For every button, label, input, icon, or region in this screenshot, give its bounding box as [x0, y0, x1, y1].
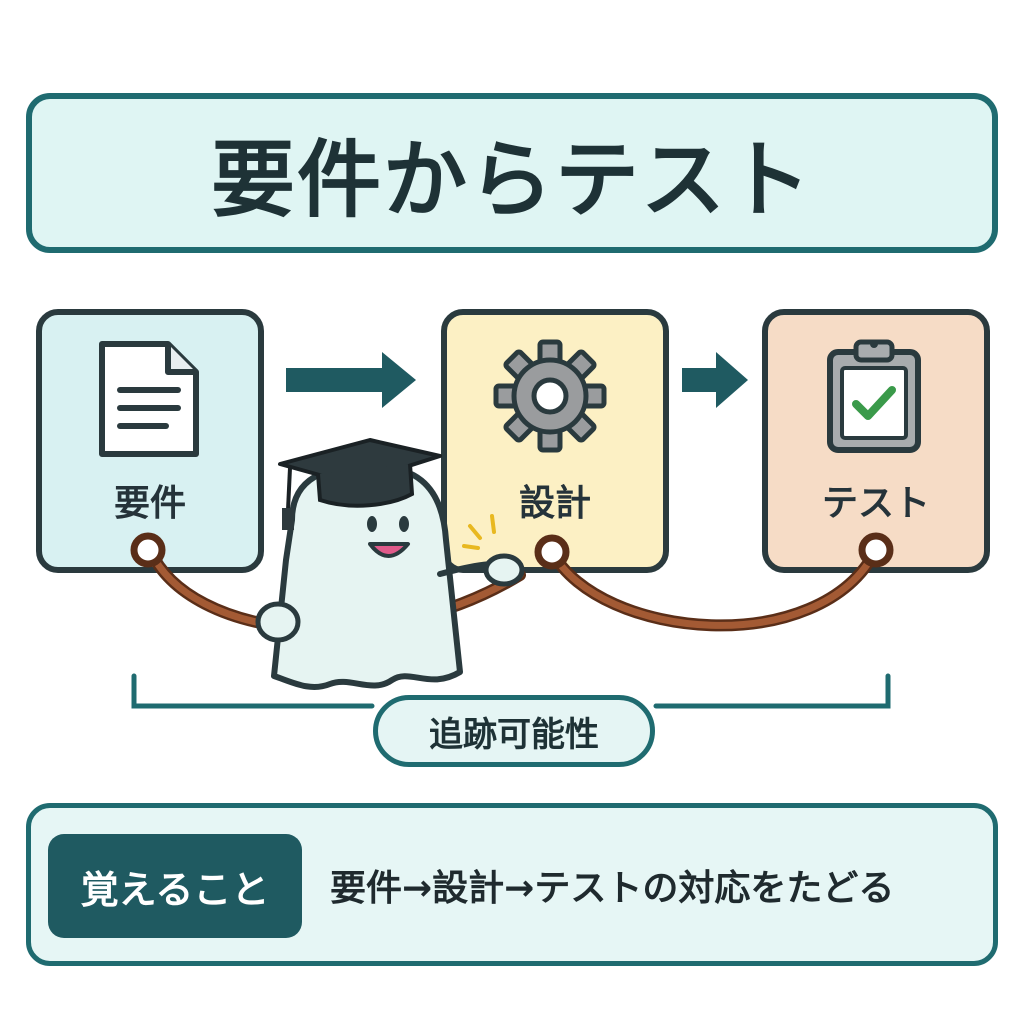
arrow-right-icon	[682, 352, 748, 408]
page-title: 要件からテスト	[210, 130, 813, 229]
note-text: 要件→設計→テストの対応をたどる	[330, 868, 895, 909]
note-badge-text: 覚えること	[80, 867, 270, 912]
ring-anchor-design	[534, 534, 570, 570]
gear-icon	[493, 339, 607, 453]
sparkle-icon	[462, 514, 496, 550]
graduation-cap-icon	[278, 438, 442, 530]
stage-label-test: テスト	[821, 483, 930, 524]
ring-anchor-test	[858, 532, 894, 568]
note-badge: 覚えること	[48, 834, 302, 938]
clipboard-check-icon	[827, 339, 921, 453]
traceability-label: 追跡可能性	[373, 695, 655, 767]
arrow-right-icon	[286, 352, 416, 408]
traceability-text: 追跡可能性	[429, 714, 599, 755]
title-banner: 要件からテスト	[26, 93, 998, 253]
document-icon	[99, 341, 199, 457]
ring-anchor-requirement	[130, 532, 166, 568]
note-box	[26, 803, 998, 966]
stage-label-requirement: 要件	[113, 483, 186, 524]
stage-label-design: 設計	[518, 483, 591, 524]
